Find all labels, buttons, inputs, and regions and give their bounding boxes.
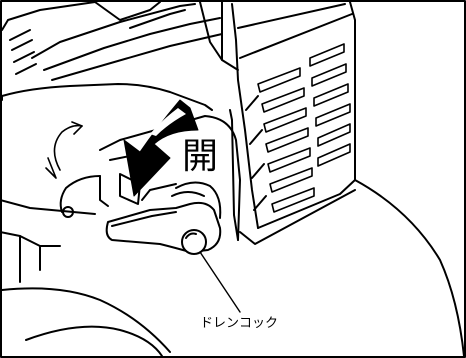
vent-panel — [231, 1, 356, 229]
open-label: 開 — [182, 136, 219, 177]
open-arrow-inner — [150, 108, 186, 136]
vent-slots — [257, 43, 351, 213]
upper-housing — [1, 1, 239, 111]
drain-cock-label: ドレンコック — [200, 316, 279, 331]
rotation-arrow — [45, 121, 83, 179]
base-body — [0, 109, 465, 357]
drain-cock — [105, 201, 222, 255]
callout-leader — [199, 251, 241, 313]
